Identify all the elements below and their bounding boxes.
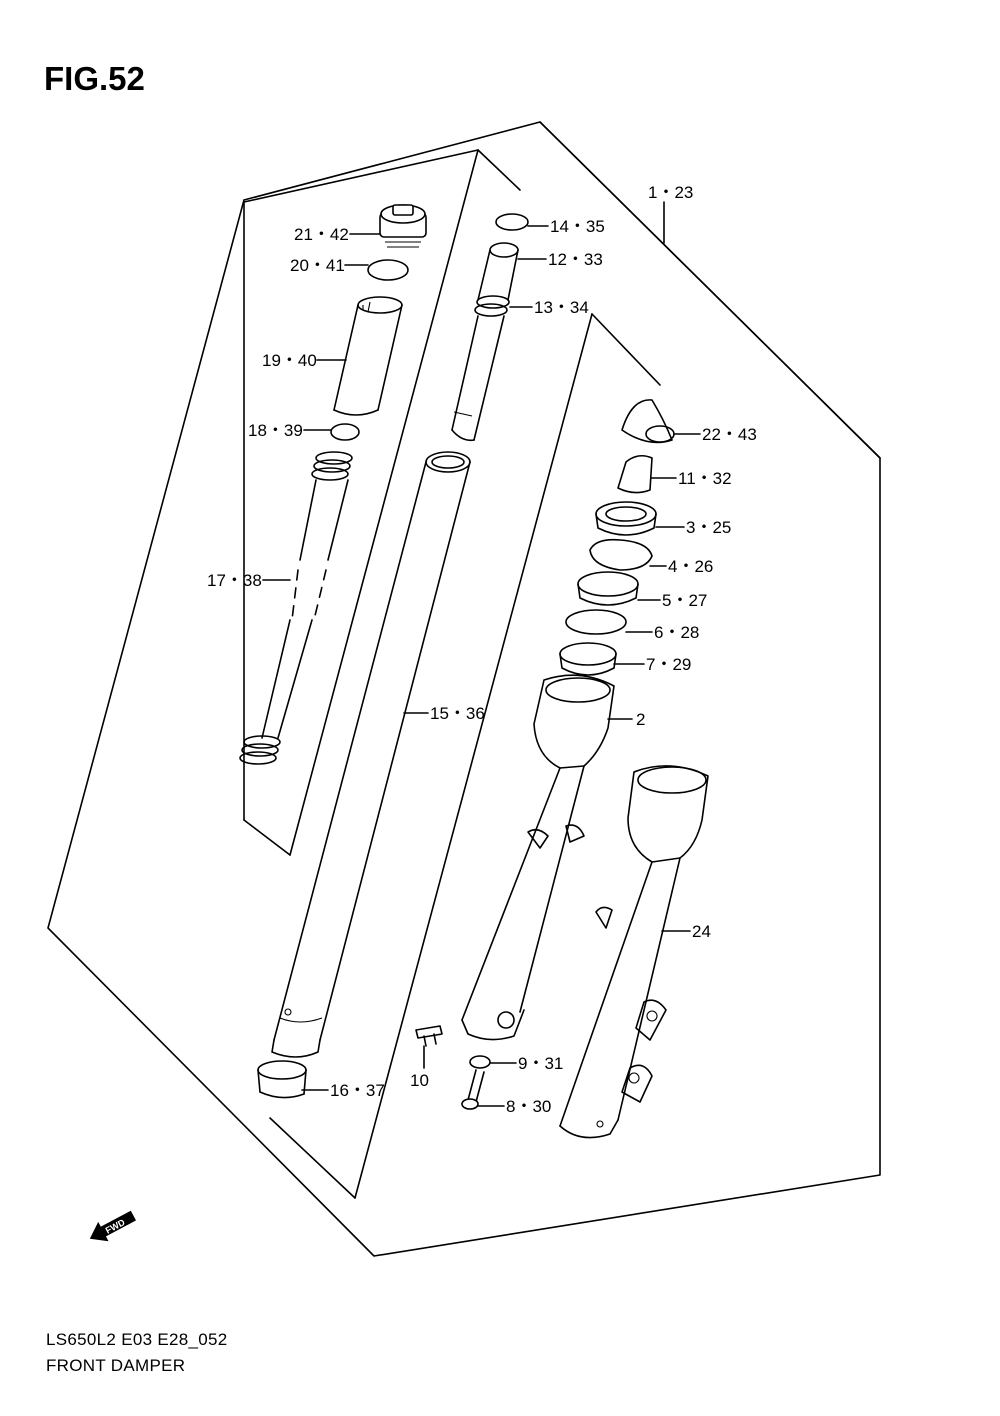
- callout-17-38: 17・38: [207, 571, 262, 590]
- callout-8-30: 8・30: [506, 1097, 551, 1116]
- callout-11-32: 11・32: [678, 469, 732, 488]
- assembly-frame-tube: [269, 313, 661, 1199]
- part-bushing: [257, 1060, 307, 1099]
- model-code: LS650L2 E03 E28_052: [46, 1330, 228, 1349]
- part-spacer: [333, 296, 403, 416]
- callout-7-29: 7・29: [646, 655, 691, 674]
- part-guide-bushing: [559, 642, 617, 676]
- figure-caption: FRONT DAMPER: [46, 1356, 186, 1375]
- part-inner-tube: [271, 451, 471, 1058]
- callout-13-34: 13・34: [534, 298, 589, 317]
- callout-2: 2: [636, 710, 645, 729]
- figure-title: FIG.52: [44, 60, 145, 97]
- part-seal-washer: [565, 609, 627, 635]
- assembly-frame-spring: [243, 149, 521, 856]
- callout-19-40: 19・40: [262, 351, 317, 370]
- part-snap-ring: [589, 538, 653, 571]
- part-cap-bolt: [379, 204, 427, 248]
- callout-24: 24: [692, 922, 711, 941]
- callout-6-28: 6・28: [654, 623, 699, 642]
- callout-labels: 1・23 14・35 12・33 13・34 21・42 20・41 19・40…: [207, 183, 757, 1116]
- part-o-ring: [367, 259, 409, 281]
- part-gasket: [469, 1055, 491, 1069]
- callout-10: 10: [410, 1071, 429, 1090]
- part-outer-tube-right: [559, 765, 709, 1139]
- part-dust-seal: [617, 454, 653, 494]
- callout-9-31: 9・31: [518, 1054, 563, 1073]
- callout-4-26: 4・26: [668, 557, 713, 576]
- callout-20-41: 20・41: [290, 256, 345, 275]
- callout-14-35: 14・35: [550, 217, 605, 236]
- callout-1-23: 1・23: [648, 183, 693, 202]
- part-oil-seal: [577, 571, 639, 606]
- callout-12-33: 12・33: [548, 250, 603, 269]
- part-damper-rod: [451, 242, 519, 442]
- callout-22-43: 22・43: [702, 425, 757, 444]
- leader-lines: [262, 201, 701, 1107]
- part-washer: [330, 423, 360, 441]
- part-bolt-8: [461, 1069, 485, 1110]
- callout-18-39: 18・39: [248, 421, 303, 440]
- callout-16-37: 16・37: [330, 1081, 385, 1100]
- fwd-arrow-icon: FWD: [89, 1210, 136, 1242]
- part-bolt-10: [415, 1025, 443, 1047]
- part-ring-top: [495, 213, 529, 231]
- part-stopper-ring: [595, 501, 657, 536]
- part-spring: [239, 451, 353, 765]
- assembly-frame-outer: [47, 121, 881, 1257]
- part-dust-boot: [621, 399, 675, 444]
- part-outer-tube: [461, 674, 615, 1041]
- callout-5-27: 5・27: [662, 591, 707, 610]
- callout-3-25: 3・25: [686, 518, 731, 537]
- callout-21-42: 21・42: [294, 225, 349, 244]
- callout-15-36: 15・36: [430, 704, 485, 723]
